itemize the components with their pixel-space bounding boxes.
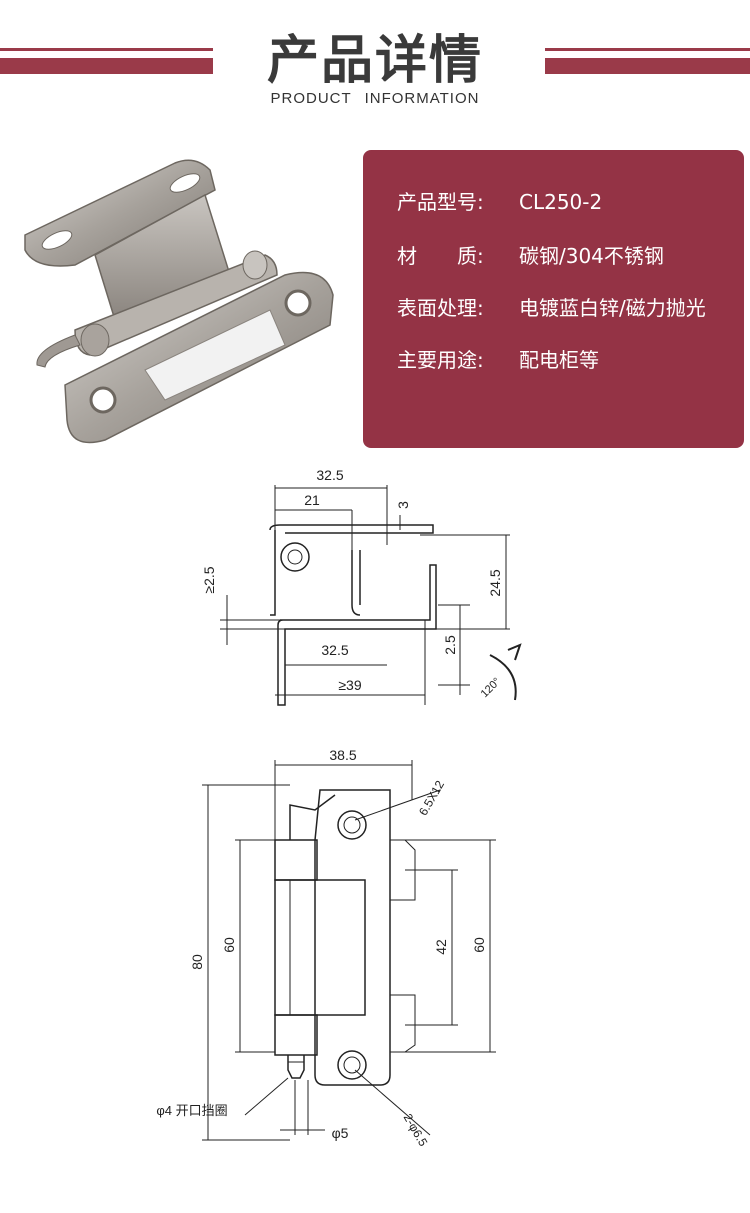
page-title: 产品详情 <box>266 31 483 91</box>
spec-label: 主要用途: <box>397 348 484 372</box>
front-view-drawing: 38.5 6.5X12 80 60 42 60 φ5 2-φ6.5 φ4 开口挡… <box>156 747 496 1149</box>
pin-note: φ4 开口挡圈 <box>156 1103 227 1118</box>
dim-label: 60 <box>221 937 237 953</box>
spec-row-usage: 主要用途: 配电柜等 <box>397 344 599 373</box>
spec-row-finish: 表面处理: 电镀蓝白锌/磁力抛光 <box>397 292 706 321</box>
spec-panel: 产品型号: CL250-2 材 质: 碳钢/304不锈钢 表面处理: 电镀蓝白锌/磁力… <box>363 150 744 448</box>
rotation-label: 120° <box>479 676 504 701</box>
dim-label: 2.5 <box>442 635 458 655</box>
header-divider-left-thin <box>0 48 213 51</box>
header-divider-right-thin <box>545 48 750 51</box>
spec-value: 电镀蓝白锌/磁力抛光 <box>519 296 706 320</box>
spec-value: 碳钢/304不锈钢 <box>519 244 664 268</box>
dim-label: 24.5 <box>487 569 503 596</box>
spec-row-model: 产品型号: CL250-2 <box>397 186 602 215</box>
dim-label: φ5 <box>332 1125 349 1141</box>
dim-label: ≥2.5 <box>201 566 217 593</box>
dim-label: 3 <box>395 501 411 509</box>
dim-label: 32.5 <box>321 642 348 658</box>
dim-label: 38.5 <box>329 747 356 763</box>
spec-value: 配电柜等 <box>519 348 599 372</box>
product-photo <box>24 159 334 444</box>
side-view-drawing: 32.5 21 3 ≥2.5 24.5 32.5 2.5 ≥39 120° <box>201 467 522 706</box>
dim-label: 2-φ6.5 <box>401 1111 431 1149</box>
dim-label: 21 <box>304 492 320 508</box>
dim-label: 32.5 <box>316 467 343 483</box>
spec-row-material: 材 质: 碳钢/304不锈钢 <box>397 240 664 269</box>
spec-label: 产品型号: <box>397 190 484 214</box>
dim-label: 42 <box>433 939 449 955</box>
header-divider-left <box>0 58 213 74</box>
dim-label: 6.5X12 <box>416 778 447 818</box>
dim-label: 60 <box>471 937 487 953</box>
spec-value: CL250-2 <box>519 190 603 214</box>
dim-label: ≥39 <box>338 677 361 693</box>
spec-label: 表面处理: <box>397 296 484 320</box>
page-subtitle: PRODUCT INFORMATION <box>270 90 480 107</box>
spec-label: 材 质: <box>397 244 484 268</box>
dim-label: 80 <box>189 954 205 970</box>
header-divider-right <box>545 58 750 74</box>
